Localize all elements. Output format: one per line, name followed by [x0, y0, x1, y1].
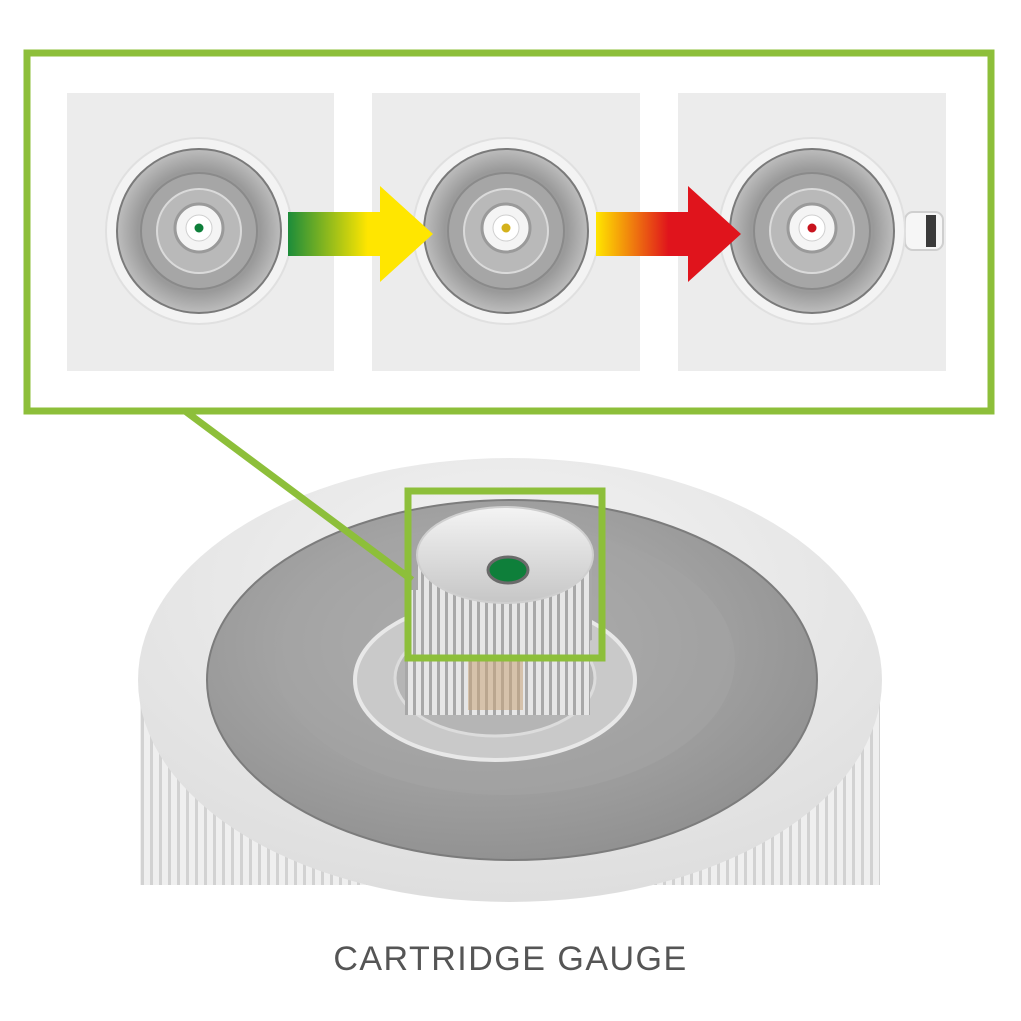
gauge-states-panel	[67, 93, 946, 371]
gauge-full	[105, 137, 293, 325]
cartridge-closeup	[138, 458, 882, 902]
gauge-empty	[718, 137, 944, 325]
gauge-half	[412, 137, 600, 325]
arrow-yellow-to-red-icon	[596, 186, 741, 282]
indicator-yellow-dot	[501, 223, 511, 233]
arrow-green-to-yellow-icon	[288, 186, 433, 282]
indicator-green-dot	[194, 223, 204, 233]
caption-title: CARTRIDGE GAUGE	[333, 940, 688, 978]
indicator-red-dot	[807, 223, 817, 233]
callout-frame	[23, 49, 995, 662]
indicator-window	[486, 555, 530, 585]
